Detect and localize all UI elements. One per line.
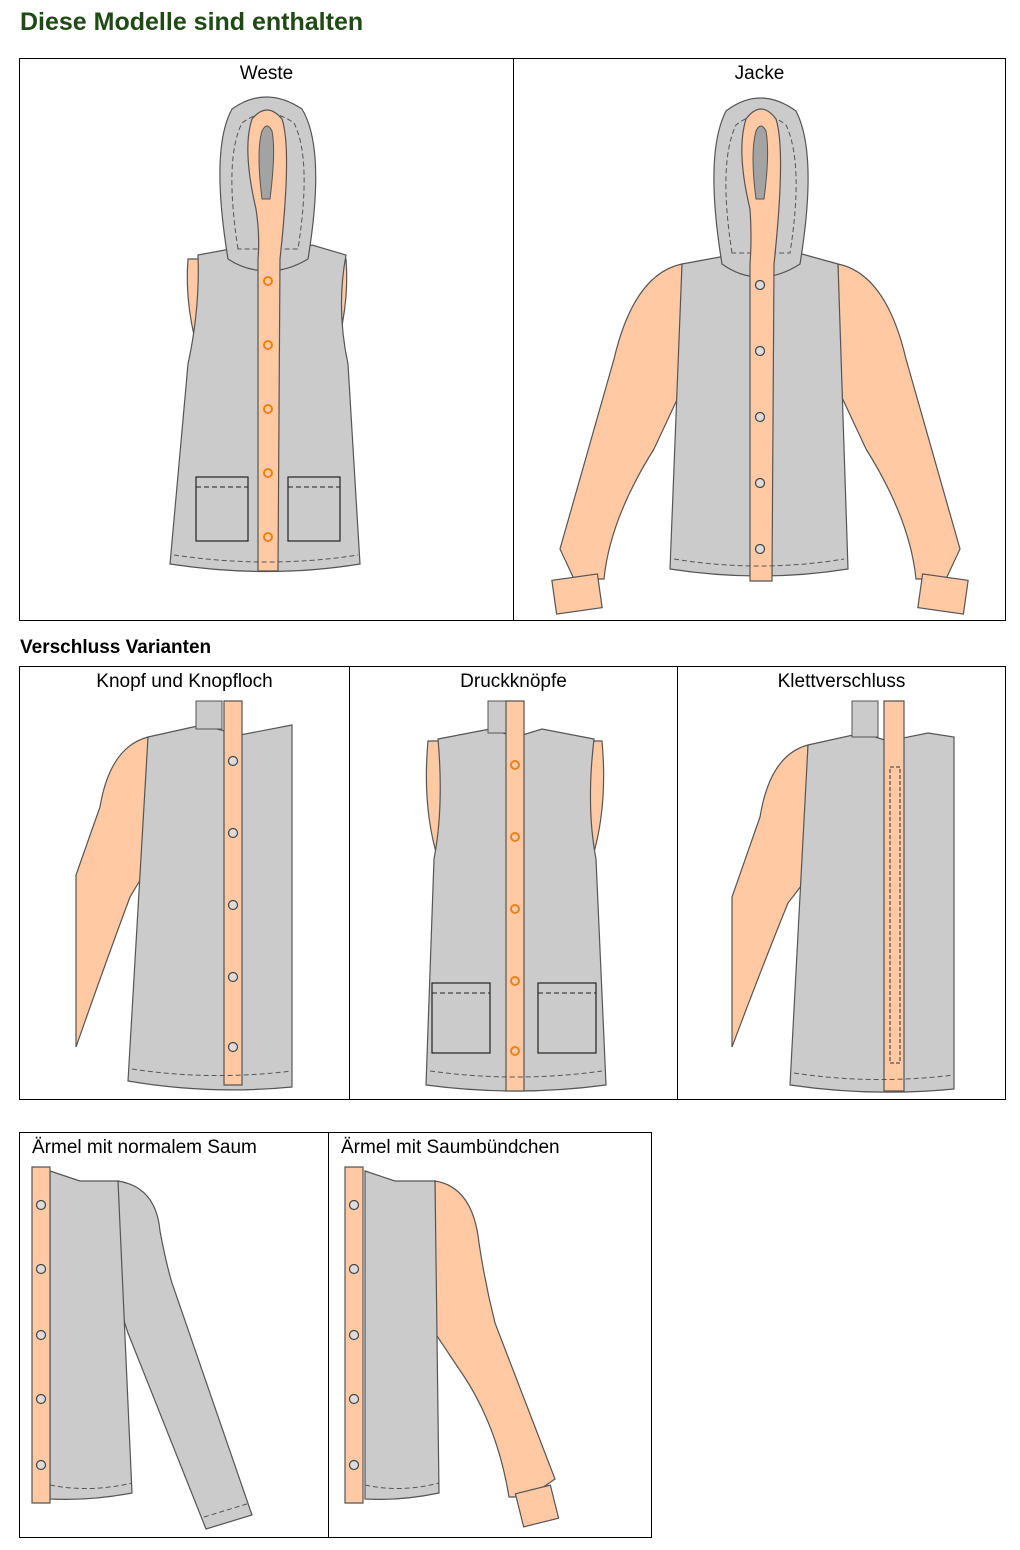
vest-illustration [169,96,361,573]
model-label: Jacke [734,63,785,84]
velcro-illustration [731,700,955,1093]
closure-label: Druckknöpfe [460,671,567,692]
model-weste: Weste [20,59,513,620]
closure-label: Klettverschluss [777,671,906,692]
closure-label: Knopf und Knopfloch [96,671,273,692]
models-panel: Weste Jacke [19,58,1006,621]
page-title: Diese Modelle sind enthalten [20,8,364,36]
sleeve-label: Ärmel mit Saumbündchen [341,1137,560,1158]
closure-snaps: Druckknöpfe [349,667,677,1099]
closures-panel: Knopf und Knopfloch Druckknöpfe [19,666,1006,1100]
closure-heading: Verschluss Varianten [20,637,212,658]
sleeves-panel: Ärmel mit normalem Saum Ärmel mit Saumbü… [19,1132,652,1538]
buttonhole-illustration [75,700,293,1091]
cuff-illustration [344,1166,560,1528]
sleeve-cuff: Ärmel mit Saumbündchen [328,1133,651,1537]
normal-hem-illustration [31,1166,253,1530]
snaps-illustration [425,700,607,1092]
model-label: Weste [239,63,294,84]
sleeve-label: Ärmel mit normalem Saum [32,1137,257,1158]
jacket-illustration [551,97,969,615]
closure-buttonhole: Knopf und Knopfloch [20,667,349,1099]
model-jacke: Jacke [513,59,1005,620]
sleeve-normal-hem: Ärmel mit normalem Saum [20,1133,328,1537]
closure-velcro: Klettverschluss [677,667,1005,1099]
